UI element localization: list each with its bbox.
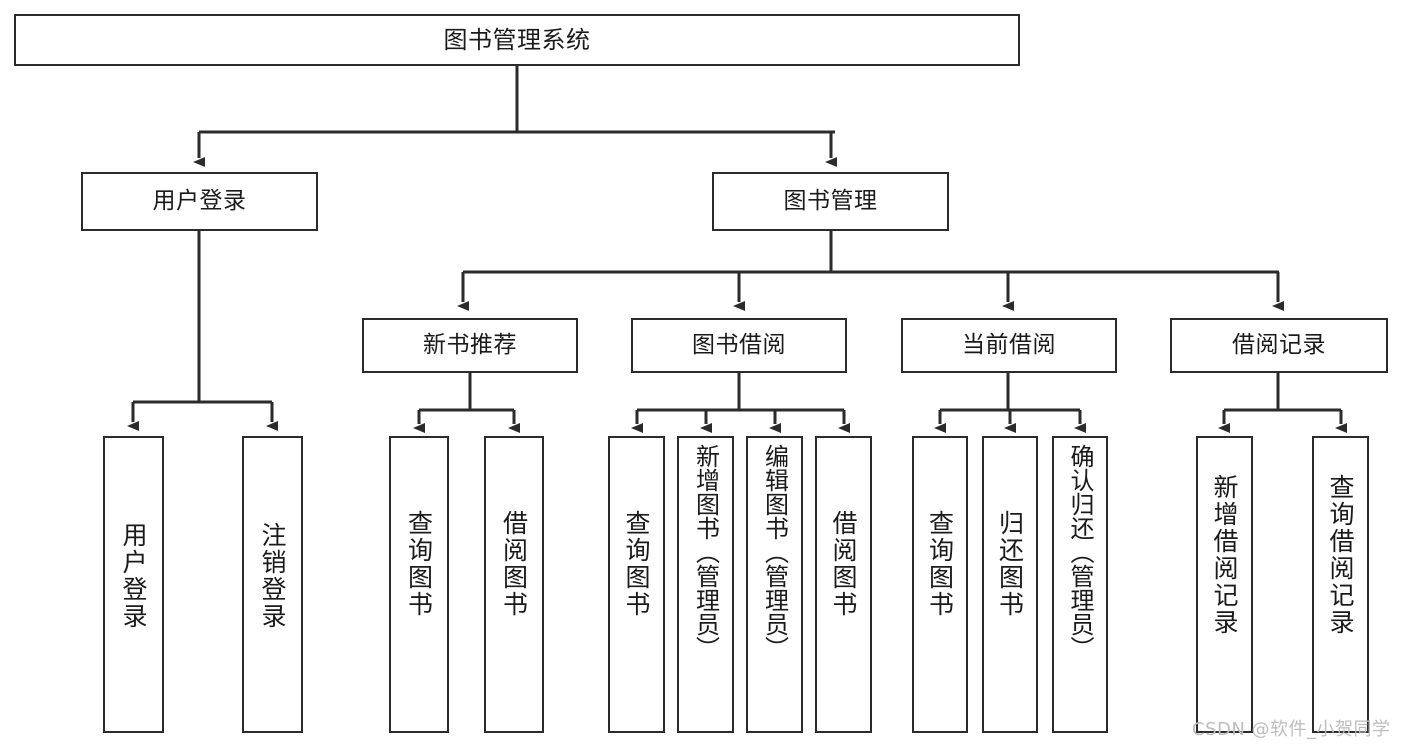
node-borrow-edit-book-label: 编辑图书（管理员） — [760, 444, 789, 660]
node-borrow-record-label: 借阅记录 — [1232, 331, 1326, 358]
node-book-manage[interactable]: 图书管理 — [712, 172, 949, 231]
node-user-logout-label: 注销登录 — [258, 522, 287, 630]
node-new-book-rec[interactable]: 新书推荐 — [362, 318, 578, 373]
node-rec-add-record-label: 新增借阅记录 — [1210, 474, 1239, 636]
node-rec-borrow-book[interactable]: 借阅图书 — [484, 436, 544, 733]
node-user-logout[interactable]: 注销登录 — [242, 436, 303, 733]
node-user-login-do-label: 用户登录 — [119, 522, 148, 630]
node-user-login[interactable]: 用户登录 — [81, 172, 318, 231]
node-rec-query-record-label: 查询借阅记录 — [1326, 474, 1355, 636]
node-borrow-add-book-label: 新增图书（管理员） — [691, 444, 720, 660]
node-rec-query-book-label: 查询图书 — [404, 510, 434, 618]
node-rec-query-book[interactable]: 查询图书 — [389, 436, 449, 733]
node-cur-query-book-label: 查询图书 — [925, 510, 955, 618]
node-book-borrow-label: 图书借阅 — [692, 331, 786, 358]
node-root-label: 图书管理系统 — [443, 25, 591, 54]
node-current-borrow-label: 当前借阅 — [962, 331, 1056, 358]
node-cur-return-book[interactable]: 归还图书 — [982, 436, 1038, 733]
node-rec-add-record[interactable]: 新增借阅记录 — [1196, 436, 1253, 733]
node-book-manage-label: 图书管理 — [783, 187, 878, 214]
node-rec-borrow-book-label: 借阅图书 — [499, 510, 529, 618]
node-rec-query-record[interactable]: 查询借阅记录 — [1312, 436, 1369, 733]
node-cur-query-book[interactable]: 查询图书 — [912, 436, 968, 733]
watermark: CSDN @软件_小贺同学 — [1192, 719, 1391, 740]
node-borrow-borrow-book-label: 借阅图书 — [829, 510, 858, 618]
node-cur-confirm-return-label: 确认归还（管理员） — [1066, 444, 1094, 660]
node-cur-return-book-label: 归还图书 — [995, 510, 1025, 618]
node-new-book-rec-label: 新书推荐 — [423, 331, 517, 358]
node-cur-confirm-return[interactable]: 确认归还（管理员） — [1052, 436, 1108, 733]
node-borrow-query-book[interactable]: 查询图书 — [608, 436, 665, 733]
node-borrow-add-book[interactable]: 新增图书（管理员） — [677, 436, 734, 733]
node-root[interactable]: 图书管理系统 — [14, 14, 1020, 66]
node-borrow-query-book-label: 查询图书 — [622, 510, 651, 618]
node-user-login-do[interactable]: 用户登录 — [103, 436, 164, 733]
node-user-login-label: 用户登录 — [152, 187, 247, 214]
node-borrow-borrow-book[interactable]: 借阅图书 — [815, 436, 872, 733]
node-current-borrow[interactable]: 当前借阅 — [901, 318, 1117, 373]
node-book-borrow[interactable]: 图书借阅 — [631, 318, 847, 373]
node-borrow-edit-book[interactable]: 编辑图书（管理员） — [746, 436, 803, 733]
node-borrow-record[interactable]: 借阅记录 — [1170, 318, 1388, 373]
